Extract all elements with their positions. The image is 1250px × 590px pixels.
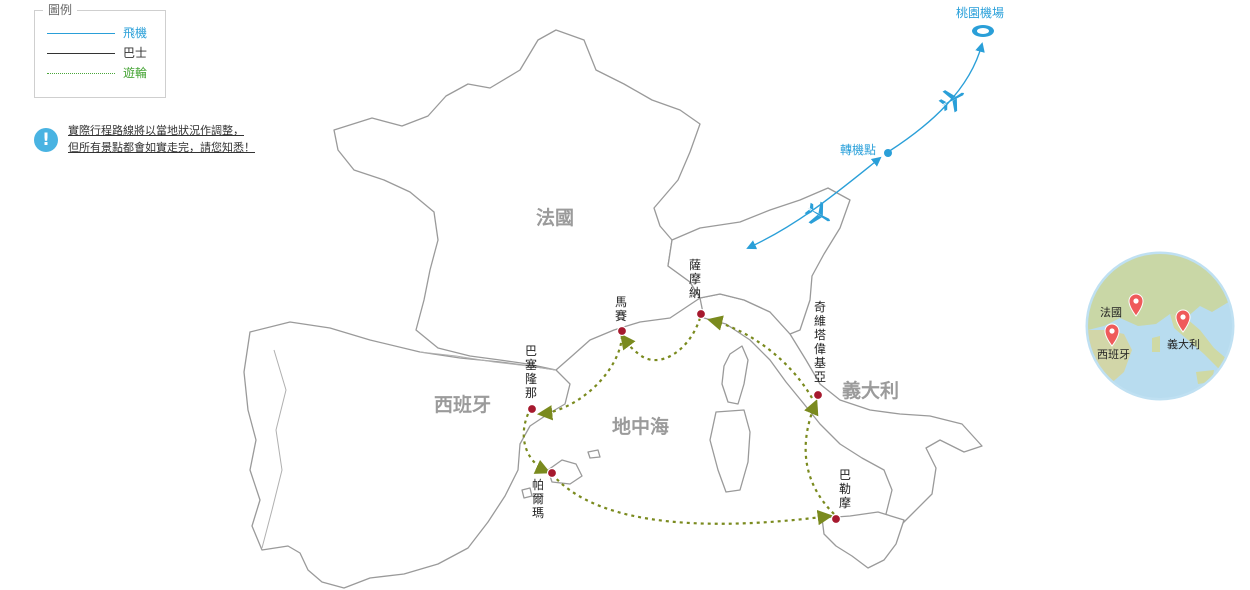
airport-label-taoyuan: 桃園機場 [956, 6, 1005, 20]
cruise-line-icon [47, 73, 115, 74]
location-pin-icon [1104, 323, 1120, 347]
notice-line-1: 實際行程路線將以當地狀況作調整， [68, 124, 244, 137]
ibiza-land [521, 487, 533, 499]
inset-label-italy: 義大利 [1167, 338, 1200, 351]
cruise-route-marseille-barcelona [536, 335, 624, 421]
inset-label-france: 法國 [1100, 306, 1122, 319]
italy-land [699, 293, 983, 527]
legend-title: 圖例 [43, 2, 78, 18]
port-marker-palermo [830, 513, 842, 525]
mallorca-land [547, 459, 583, 485]
sicily-land [821, 511, 905, 569]
transfer-point-icon [884, 149, 892, 157]
port-label-civitavecchia: 奇維塔偉基亞 [813, 300, 826, 384]
port-label-barcelona: 巴塞隆那 [524, 344, 537, 400]
port-marker-barcelona [526, 403, 538, 415]
legend-item-bus: 巴士 [47, 45, 163, 61]
transfer-point-label: 轉機點 [840, 143, 877, 157]
port-marker-monaco [695, 308, 707, 320]
cruise-route-palermo-civitavecchia [804, 399, 835, 515]
plane-line-icon [47, 33, 115, 34]
port-marker-marseille [616, 325, 628, 337]
port-marker-palma [546, 467, 558, 479]
map-legend: 圖例 飛機 巴士 遊輪 [34, 2, 166, 98]
flight-route-leg-2 [746, 156, 882, 250]
corsica-land [721, 345, 749, 405]
cruise-route-monaco-civitavecchia [707, 315, 813, 399]
legend-item-cruise: 遊輪 [47, 65, 163, 81]
port-marker-civitavecchia [812, 389, 824, 401]
menorca-land [587, 449, 601, 459]
port-label-palermo: 巴勒摩 [838, 468, 851, 510]
exclamation-icon: ! [34, 128, 58, 152]
legend-item-plane: 飛機 [47, 25, 163, 41]
airplane-icon [938, 90, 965, 113]
france-spain-border [419, 351, 557, 371]
bus-line-icon [47, 53, 115, 54]
port-label-monaco: 薩摩納 [688, 258, 701, 300]
sardinia-land [709, 409, 751, 493]
france-land [333, 29, 701, 371]
route-notice: 實際行程路線將以當地狀況作調整， 但所有景點都會如實走完，請您知悉！ [68, 122, 255, 156]
inset-map [1085, 251, 1235, 401]
port-label-palma: 帕爾瑪 [531, 478, 544, 520]
flight-route-leg-1 [887, 42, 985, 153]
port-label-marseille: 馬賽 [614, 295, 627, 323]
country-label-italy: 義大利 [842, 380, 900, 402]
country-label-spain: 西班牙 [434, 394, 492, 416]
cruise-route-barcelona-palma [522, 413, 551, 474]
country-label-france: 法國 [536, 207, 575, 229]
location-pin-icon [1128, 293, 1144, 317]
airplane-icon [804, 201, 831, 224]
location-pin-icon [1175, 309, 1191, 333]
notice-line-2: 但所有景點都會如實走完，請您知悉！ [68, 141, 255, 154]
portugal-border [261, 349, 287, 549]
sea-label-mediterranean: 地中海 [612, 416, 670, 438]
cruise-route-palma-palermo [551, 473, 834, 526]
airport-icon [972, 25, 994, 37]
inset-label-spain: 西班牙 [1097, 348, 1130, 361]
